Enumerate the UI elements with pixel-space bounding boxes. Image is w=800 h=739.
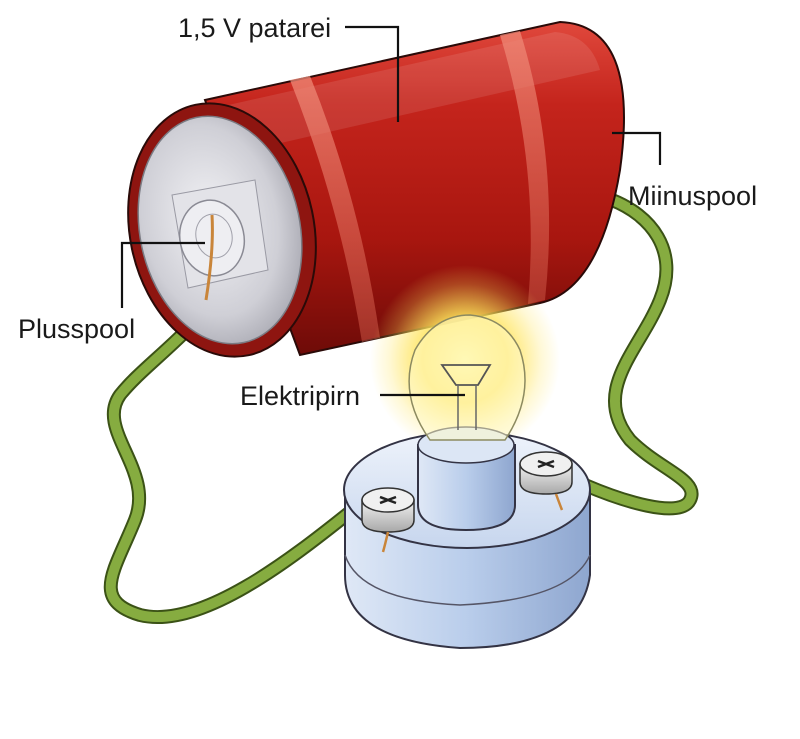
wire-negative: [578, 193, 699, 516]
wire-negative-core: [580, 195, 697, 514]
battery: [127, 20, 625, 358]
light-bulb: [408, 314, 526, 441]
label-bulb: Elektripirn: [240, 381, 360, 411]
leader-battery: [345, 25, 400, 122]
wire-positive-core: [105, 303, 355, 622]
label-battery: 1,5 V patarei: [178, 13, 331, 43]
label-negative: Miinuspool: [628, 181, 757, 211]
label-positive: Plusspool: [18, 314, 135, 344]
leader-positive: [120, 241, 205, 308]
screw-left-icon: [361, 487, 415, 553]
screw-right-icon: [519, 451, 573, 511]
leader-negative: [612, 131, 662, 165]
